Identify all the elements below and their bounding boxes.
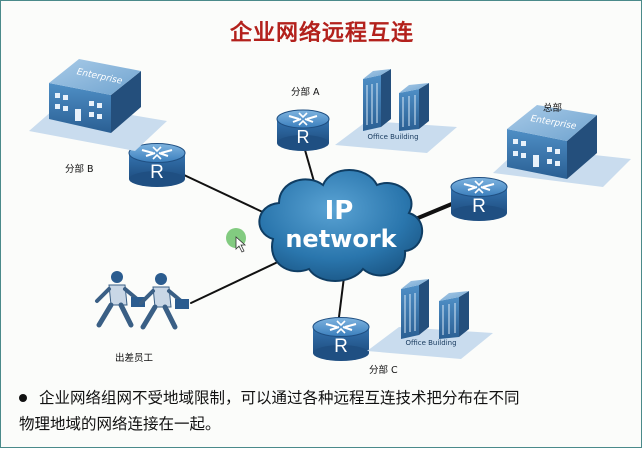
enterprise-building-icon	[493, 105, 631, 187]
router-icon	[276, 109, 330, 151]
office-sign: Office Building	[367, 133, 418, 141]
office-sign: Office Building	[405, 339, 456, 347]
bullet-point: 企业网络组网不受地域限制，可以通过各种远程互连技术把分布在不同 物理地域的网络连…	[19, 385, 629, 437]
enterprise-building-branch-b: Enterprise	[29, 59, 167, 151]
router-letter: R	[150, 162, 164, 183]
office-building-icon	[335, 69, 457, 153]
router-letter: R	[334, 336, 348, 357]
cloud-label-network: network	[285, 225, 397, 253]
router-icon	[312, 317, 370, 361]
router-headquarters: R	[450, 177, 508, 221]
bullet-line-1: 企业网络组网不受地域限制，可以通过各种远程互连技术把分布在不同	[39, 389, 520, 407]
slide-title: 企业网络远程互连	[229, 21, 414, 46]
walking-person-icon	[95, 271, 145, 328]
label-traveling-staff: 出差员工	[115, 352, 154, 364]
enterprise-building-headquarters: Enterprise	[493, 105, 631, 187]
router-letter: R	[297, 127, 310, 147]
walking-person-icon	[139, 273, 189, 330]
bullet-text: 企业网络组网不受地域限制，可以通过各种远程互连技术把分布在不同 物理地域的网络连…	[19, 385, 629, 437]
cloud-label-ip: IP	[325, 196, 354, 226]
bullet-line-2: 物理地域的网络连接在一起。	[19, 415, 221, 433]
router-icon	[128, 143, 186, 187]
enterprise-building-icon	[29, 59, 167, 151]
label-branch-b: 分部 B	[65, 163, 94, 175]
bullet-dot	[19, 394, 27, 402]
office-building-icon	[367, 279, 493, 359]
label-branch-c: 分部 C	[369, 364, 398, 376]
cloud-icon	[258, 169, 424, 282]
office-building-branch-a: Office Building	[335, 69, 457, 153]
cursor-highlight	[226, 228, 247, 253]
router-branch-c: R	[312, 317, 370, 361]
router-icon	[450, 177, 508, 221]
label-headquarters: 总部	[543, 102, 562, 114]
cursor-icon	[235, 236, 247, 253]
ip-network-cloud: IP network	[258, 169, 424, 282]
office-building-branch-c: Office Building	[367, 279, 493, 359]
router-letter: R	[472, 196, 486, 217]
router-branch-a: R	[276, 109, 330, 151]
link-branch-b	[183, 174, 270, 216]
label-branch-a: 分部 A	[291, 86, 320, 98]
traveling-staff	[95, 271, 189, 330]
router-branch-b: R	[128, 143, 186, 187]
